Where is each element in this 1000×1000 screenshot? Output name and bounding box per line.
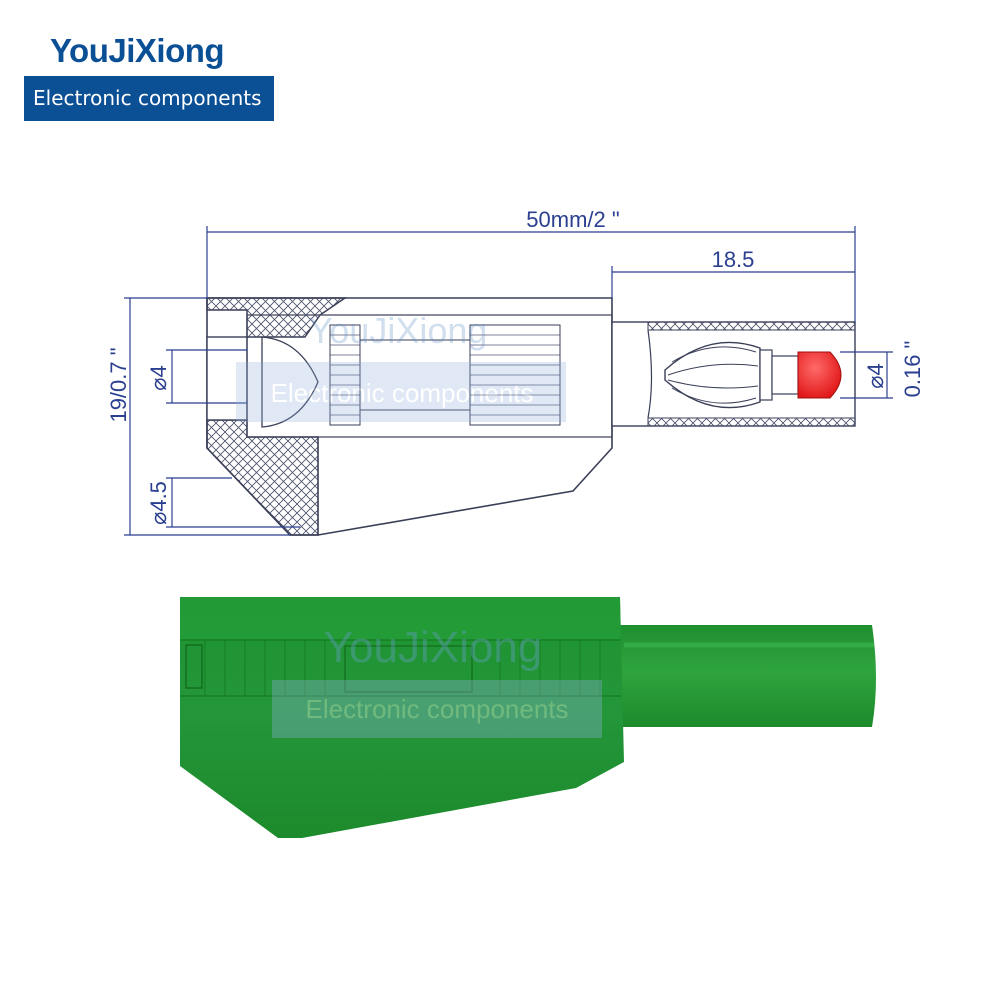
banana-plug-drawing bbox=[206, 297, 856, 536]
hatched-nose-upper bbox=[206, 297, 348, 338]
thread-right bbox=[469, 324, 561, 426]
watermark-tagline: Electronic components bbox=[270, 378, 533, 408]
dimension-lines bbox=[124, 226, 893, 536]
dim-pin-diameter: ⌀4 bbox=[863, 363, 888, 388]
dim-overall-length: 50mm/2 " bbox=[526, 207, 619, 232]
cone-section bbox=[261, 336, 319, 428]
brand-logo: YouJiXiong Electronic components bbox=[24, 30, 274, 122]
watermark-name: YouJiXiong bbox=[309, 310, 488, 351]
watermark-drawing: YouJiXiong Electronic components bbox=[236, 310, 566, 422]
sleeve-wall-top bbox=[647, 321, 856, 331]
dim-pin-diameter-inch: 0.16 " bbox=[900, 341, 925, 398]
thread-left bbox=[329, 324, 361, 426]
green-pin bbox=[614, 625, 876, 727]
watermark-photo: YouJiXiong Electronic components bbox=[272, 623, 602, 738]
red-tip bbox=[797, 351, 842, 399]
center-window bbox=[344, 645, 473, 693]
watermark-photo-tagline: Electronic components bbox=[305, 694, 568, 724]
brand-name: YouJiXiong bbox=[50, 32, 225, 69]
brand-tagline-bar: Electronic components bbox=[24, 76, 274, 121]
dim-pin-length: 18.5 bbox=[712, 247, 755, 272]
green-body bbox=[180, 597, 624, 838]
sleeve-wall-bottom bbox=[647, 417, 856, 427]
brand-tagline: Electronic components bbox=[33, 86, 262, 110]
side-slot bbox=[185, 644, 203, 689]
spring-contact bbox=[664, 341, 799, 409]
dimension-labels: 50mm/2 " 18.5 19/0.7 " ⌀4 ⌀4.5 ⌀4 0.16 " bbox=[106, 207, 925, 525]
dim-body-height: 19/0.7 " bbox=[106, 347, 131, 422]
dim-cable-hole: ⌀4.5 bbox=[146, 481, 171, 525]
banana-plug-green-photo bbox=[180, 597, 876, 838]
watermark-photo-name: YouJiXiong bbox=[324, 623, 543, 672]
dim-inner-diameter: ⌀4 bbox=[146, 365, 171, 390]
